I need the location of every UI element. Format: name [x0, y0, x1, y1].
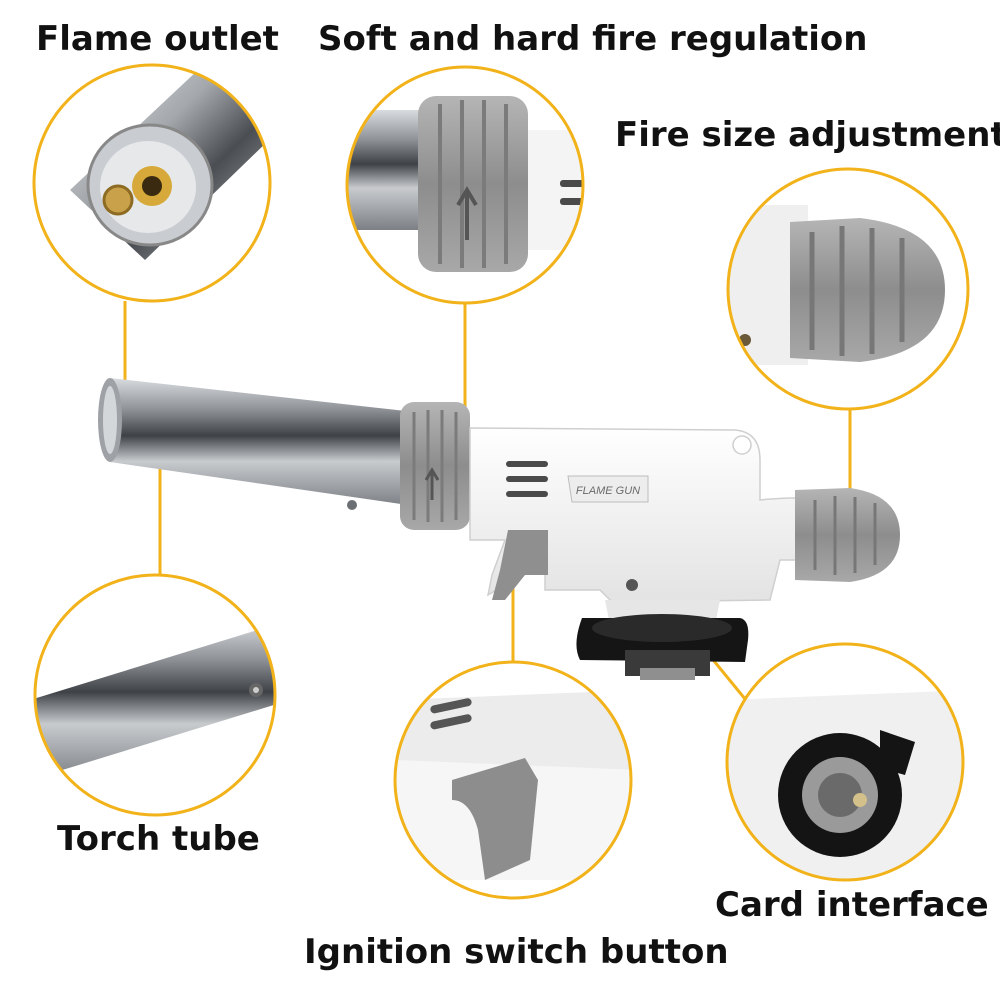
label-card-interface: Card interface — [715, 885, 989, 925]
callout-torch-tube — [33, 573, 277, 817]
callout-fire-regulation — [345, 65, 585, 305]
label-fire-regulation: Soft and hard fire regulation — [318, 19, 868, 59]
callout-card-interface — [725, 642, 965, 882]
label-torch-tube: Torch tube — [57, 819, 260, 859]
label-fire-size: Fire size adjustment — [615, 115, 1000, 155]
callout-ignition-button — [393, 660, 633, 900]
torch-main: FLAME GUN — [98, 378, 900, 680]
callout-fire-size — [726, 167, 970, 411]
callout-flame-outlet — [32, 63, 272, 303]
label-ignition-button: Ignition switch button — [304, 932, 729, 972]
label-flame-outlet: Flame outlet — [36, 19, 279, 59]
product-mark: FLAME GUN — [576, 485, 640, 497]
